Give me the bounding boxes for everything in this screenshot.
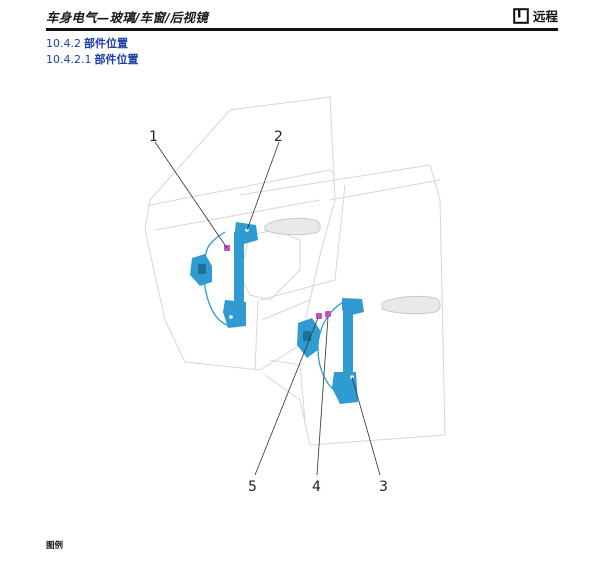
section-title: 部件位置 bbox=[94, 53, 139, 66]
door-handles bbox=[264, 217, 441, 315]
callout-2: 2 bbox=[274, 129, 283, 145]
regulator-clips bbox=[224, 245, 331, 319]
callout-leaders bbox=[154, 141, 381, 476]
section-number: 10.4.2 bbox=[46, 37, 81, 50]
brand-logo-icon bbox=[513, 7, 529, 24]
callout-4: 4 bbox=[312, 479, 321, 495]
brand-name: 远程 bbox=[532, 9, 558, 24]
section-number: 10.4.2.1 bbox=[46, 53, 92, 66]
section-title: 部件位置 bbox=[84, 37, 128, 50]
header-title: 车身电气—玻璃/车窗/后视镜 bbox=[46, 10, 208, 25]
callout-1: 1 bbox=[149, 129, 158, 145]
callout-5: 5 bbox=[248, 479, 257, 495]
front-window-regulator bbox=[190, 222, 258, 328]
page-header: 车身电气—玻璃/车窗/后视镜 远程 bbox=[46, 5, 558, 27]
callout-3: 3 bbox=[379, 479, 388, 495]
brand-logo: 远程 bbox=[513, 6, 558, 25]
door-outlines bbox=[144, 96, 446, 446]
legend-label: 图例 bbox=[46, 541, 64, 551]
header-divider bbox=[46, 28, 558, 31]
